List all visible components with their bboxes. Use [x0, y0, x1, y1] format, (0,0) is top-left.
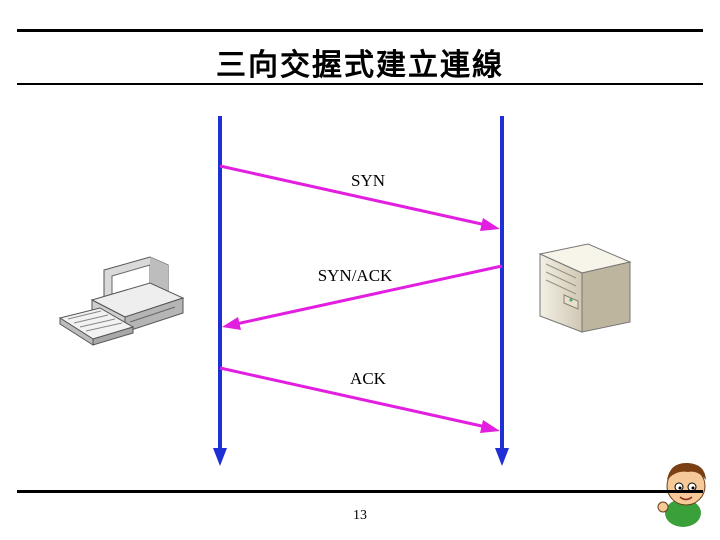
server-tower-icon — [538, 243, 632, 333]
syn-label: SYN — [351, 171, 385, 190]
page-number: 13 — [353, 508, 367, 523]
ack-label: ACK — [350, 369, 387, 388]
syn-message: SYN — [219, 164, 500, 231]
server-timeline — [495, 116, 509, 466]
title-underline — [17, 83, 703, 85]
syn-ack-label: SYN/ACK — [318, 266, 393, 285]
desktop-computer-icon — [58, 256, 185, 346]
bottom-rule — [17, 490, 703, 493]
top-rule — [17, 29, 703, 32]
cartoon-boy-icon — [657, 462, 706, 527]
client-timeline — [213, 116, 227, 466]
syn-ack-message: SYN/ACK — [222, 264, 503, 330]
slide-title: 三向交握式建立連線 — [216, 48, 504, 83]
ack-message: ACK — [219, 366, 500, 433]
